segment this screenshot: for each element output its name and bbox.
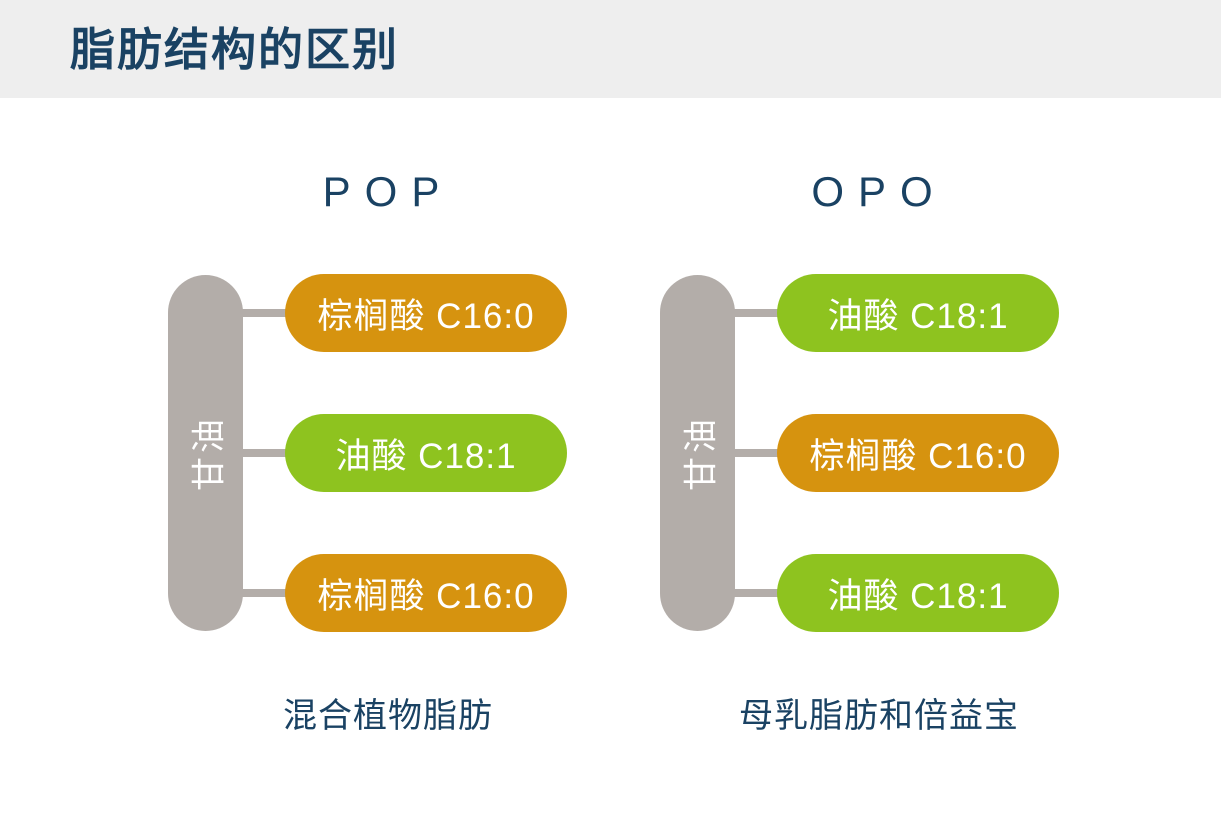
opo-caption: 母乳脂肪和倍益宝 [739, 697, 1019, 735]
pop-connector-1 [238, 309, 290, 317]
pop-glycerol-label: 甘油 [190, 415, 228, 491]
opo-diagram: OPO 甘油 油酸 C18:1 棕榈酸 C16:0 油酸 C18:1 母乳脂肪和… [660, 0, 1059, 814]
pop-fatty-acid-1: 棕榈酸 C16:0 [285, 274, 567, 352]
pop-fatty-acid-2: 油酸 C18:1 [285, 414, 567, 492]
pop-glycerol-backbone: 甘油 [168, 275, 243, 631]
opo-fatty-acid-1: 油酸 C18:1 [777, 274, 1059, 352]
opo-glycerol-label: 甘油 [682, 415, 720, 491]
opo-glycerol-backbone: 甘油 [660, 275, 735, 631]
opo-fatty-acid-3: 油酸 C18:1 [777, 554, 1059, 632]
header-band [0, 0, 1221, 98]
pop-heading: POP [322, 168, 454, 215]
pop-caption: 混合植物脂肪 [283, 697, 493, 735]
pop-diagram: POP 甘油 棕榈酸 C16:0 油酸 C18:1 棕榈酸 C16:0 混合植物… [168, 0, 568, 814]
pop-connector-2 [238, 449, 290, 457]
pop-fatty-acid-3: 棕榈酸 C16:0 [285, 554, 567, 632]
page-title: 脂肪结构的区别 [70, 24, 400, 75]
opo-connector-3 [730, 589, 782, 597]
opo-connector-2 [730, 449, 782, 457]
pop-connector-3 [238, 589, 290, 597]
opo-connector-1 [730, 309, 782, 317]
opo-heading: OPO [811, 168, 947, 215]
opo-fatty-acid-2: 棕榈酸 C16:0 [777, 414, 1059, 492]
